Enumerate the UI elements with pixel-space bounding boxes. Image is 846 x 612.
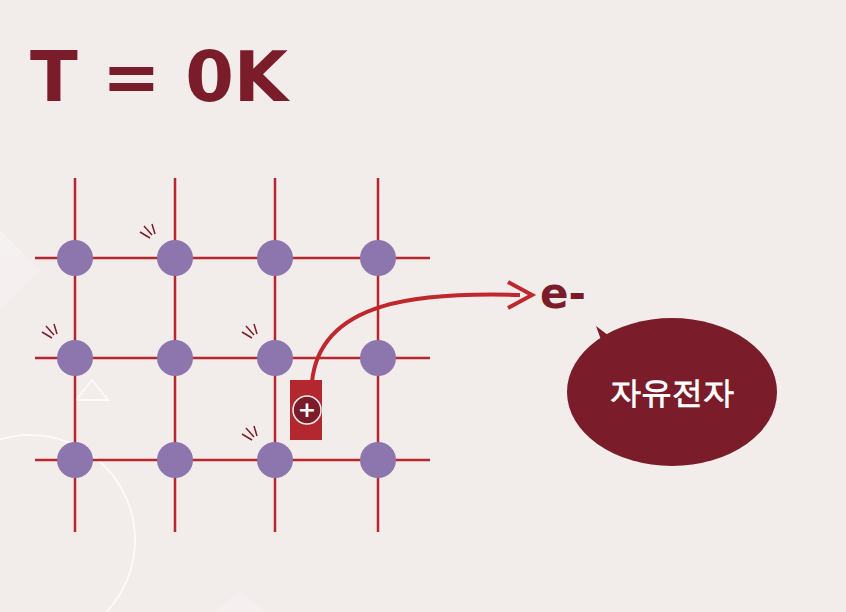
lattice-atoms xyxy=(57,240,396,478)
arrow-head xyxy=(508,282,532,308)
electron-label: e- xyxy=(540,273,586,315)
background-decoration xyxy=(0,230,265,612)
speech-bubble: 자유전자 xyxy=(567,318,777,466)
lattice-lines xyxy=(35,178,430,532)
hole-sign: + xyxy=(298,399,316,421)
bubble-outline xyxy=(567,318,777,466)
electron-path xyxy=(312,294,520,382)
title: T = 0K xyxy=(30,42,288,112)
hole-circle-outline xyxy=(293,396,321,424)
hole-site xyxy=(290,380,322,440)
hole-circle: + xyxy=(292,395,322,425)
bubble-text: 자유전자 xyxy=(610,377,734,408)
vibration-ticks xyxy=(42,224,257,440)
